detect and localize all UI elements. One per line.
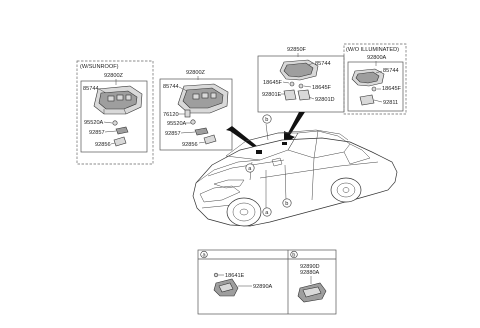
screw-part — [112, 120, 118, 126]
lens-92801e-part — [283, 89, 297, 101]
detail-frame — [197, 249, 337, 315]
dashed-frame-wo-illuminated — [343, 43, 407, 115]
label-92857: 92857 — [89, 130, 105, 136]
lens-92856-part — [113, 136, 127, 147]
svg-text:a: a — [203, 253, 207, 259]
console-location-mark — [256, 150, 262, 154]
bulb-18645f-part-c — [371, 86, 377, 92]
label-18641e: 18641E — [225, 273, 245, 279]
label-92890a: 92890A — [253, 284, 273, 290]
lens-92801d-part — [297, 89, 311, 101]
frame-w-sunroof — [80, 80, 148, 153]
lens-92856-part-b — [203, 134, 217, 145]
screw-part-b — [190, 119, 196, 125]
lamp-92857-part-b — [194, 127, 209, 136]
label-92856: 92856 — [95, 142, 111, 148]
label-92857-b: 92857 — [165, 131, 181, 137]
box-title-wo-illuminated: (W/O ILLUMINATED) — [346, 47, 399, 53]
part-number-92800z: 92800Z — [104, 73, 124, 79]
bulb-18641e-part — [213, 272, 219, 278]
room-lamp-part — [279, 59, 319, 81]
svg-text:a: a — [248, 166, 252, 172]
label-92801d: 92801D — [315, 97, 335, 103]
callout-b-top: b — [262, 114, 272, 124]
dashed-frame-w-sunroof — [76, 60, 154, 165]
group-room-lamp: 92850F 85744 18645F 18645F 92801E 92801D — [257, 47, 345, 113]
label-85744: 85744 — [83, 86, 99, 92]
callout-b-lower: b — [282, 198, 292, 208]
label-95520a: 95520A — [84, 120, 104, 126]
svg-text:b: b — [285, 201, 288, 207]
detail-a: a 18641E 92890A — [200, 250, 273, 297]
detail-b: b 92890D 92880A — [290, 250, 327, 303]
group-wo-illuminated: (W/O ILLUMINATED) 92800A 85744 18645F 92… — [343, 43, 407, 115]
label-92890d: 92890D — [300, 264, 320, 270]
overhead-console-part-b — [177, 83, 229, 114]
part-number-92800a: 92800A — [367, 55, 387, 61]
part-number-92850f: 92850F — [287, 47, 307, 53]
svg-text:b: b — [292, 253, 295, 259]
label-18645f-b: 18645F — [312, 85, 332, 91]
label-85744-b: 85744 — [163, 84, 179, 90]
bulb-18645f-part-a — [289, 81, 295, 87]
label-92880a: 92880A — [300, 270, 320, 276]
label-95520a-b: 95520A — [167, 121, 187, 127]
part-number-92800z-b: 92800Z — [186, 70, 206, 76]
label-92811: 92811 — [383, 100, 398, 106]
callout-a-hood: a — [245, 163, 255, 173]
room-lamp-location-mark — [282, 142, 287, 145]
label-85744-d: 85744 — [383, 68, 399, 74]
label-92801e: 92801E — [262, 92, 282, 98]
group-standard-console: 92800Z 85744 76120 95520A 92857 92856 — [159, 70, 233, 151]
label-85744-c: 85744 — [315, 61, 331, 67]
callout-a-lower: a — [262, 207, 272, 217]
label-18645f-a: 18645F — [263, 80, 283, 86]
label-18645f-c: 18645F — [382, 86, 402, 92]
group-w-sunroof: (W/SUNROOF) 92800Z 85744 95520A 92857 92… — [76, 60, 154, 165]
car-illustration — [192, 123, 398, 227]
bracket-76120-part — [184, 109, 191, 118]
label-76120: 76120 — [163, 112, 179, 118]
box-title-w-sunroof: (W/SUNROOF) — [80, 64, 119, 70]
lens-92811-part — [359, 94, 375, 106]
bulb-18645f-part-b — [298, 83, 304, 89]
detail-panel: a 18641E 92890A b 92890D 92880A — [197, 249, 337, 315]
frame-standard-console — [159, 78, 233, 151]
svg-text:b: b — [265, 117, 268, 123]
label-92856-b: 92856 — [182, 142, 198, 148]
frame-wo-illuminated — [347, 61, 404, 112]
lamp-92857-part — [115, 126, 129, 135]
room-lamp-part-wo — [351, 68, 385, 87]
svg-text:a: a — [265, 210, 269, 216]
